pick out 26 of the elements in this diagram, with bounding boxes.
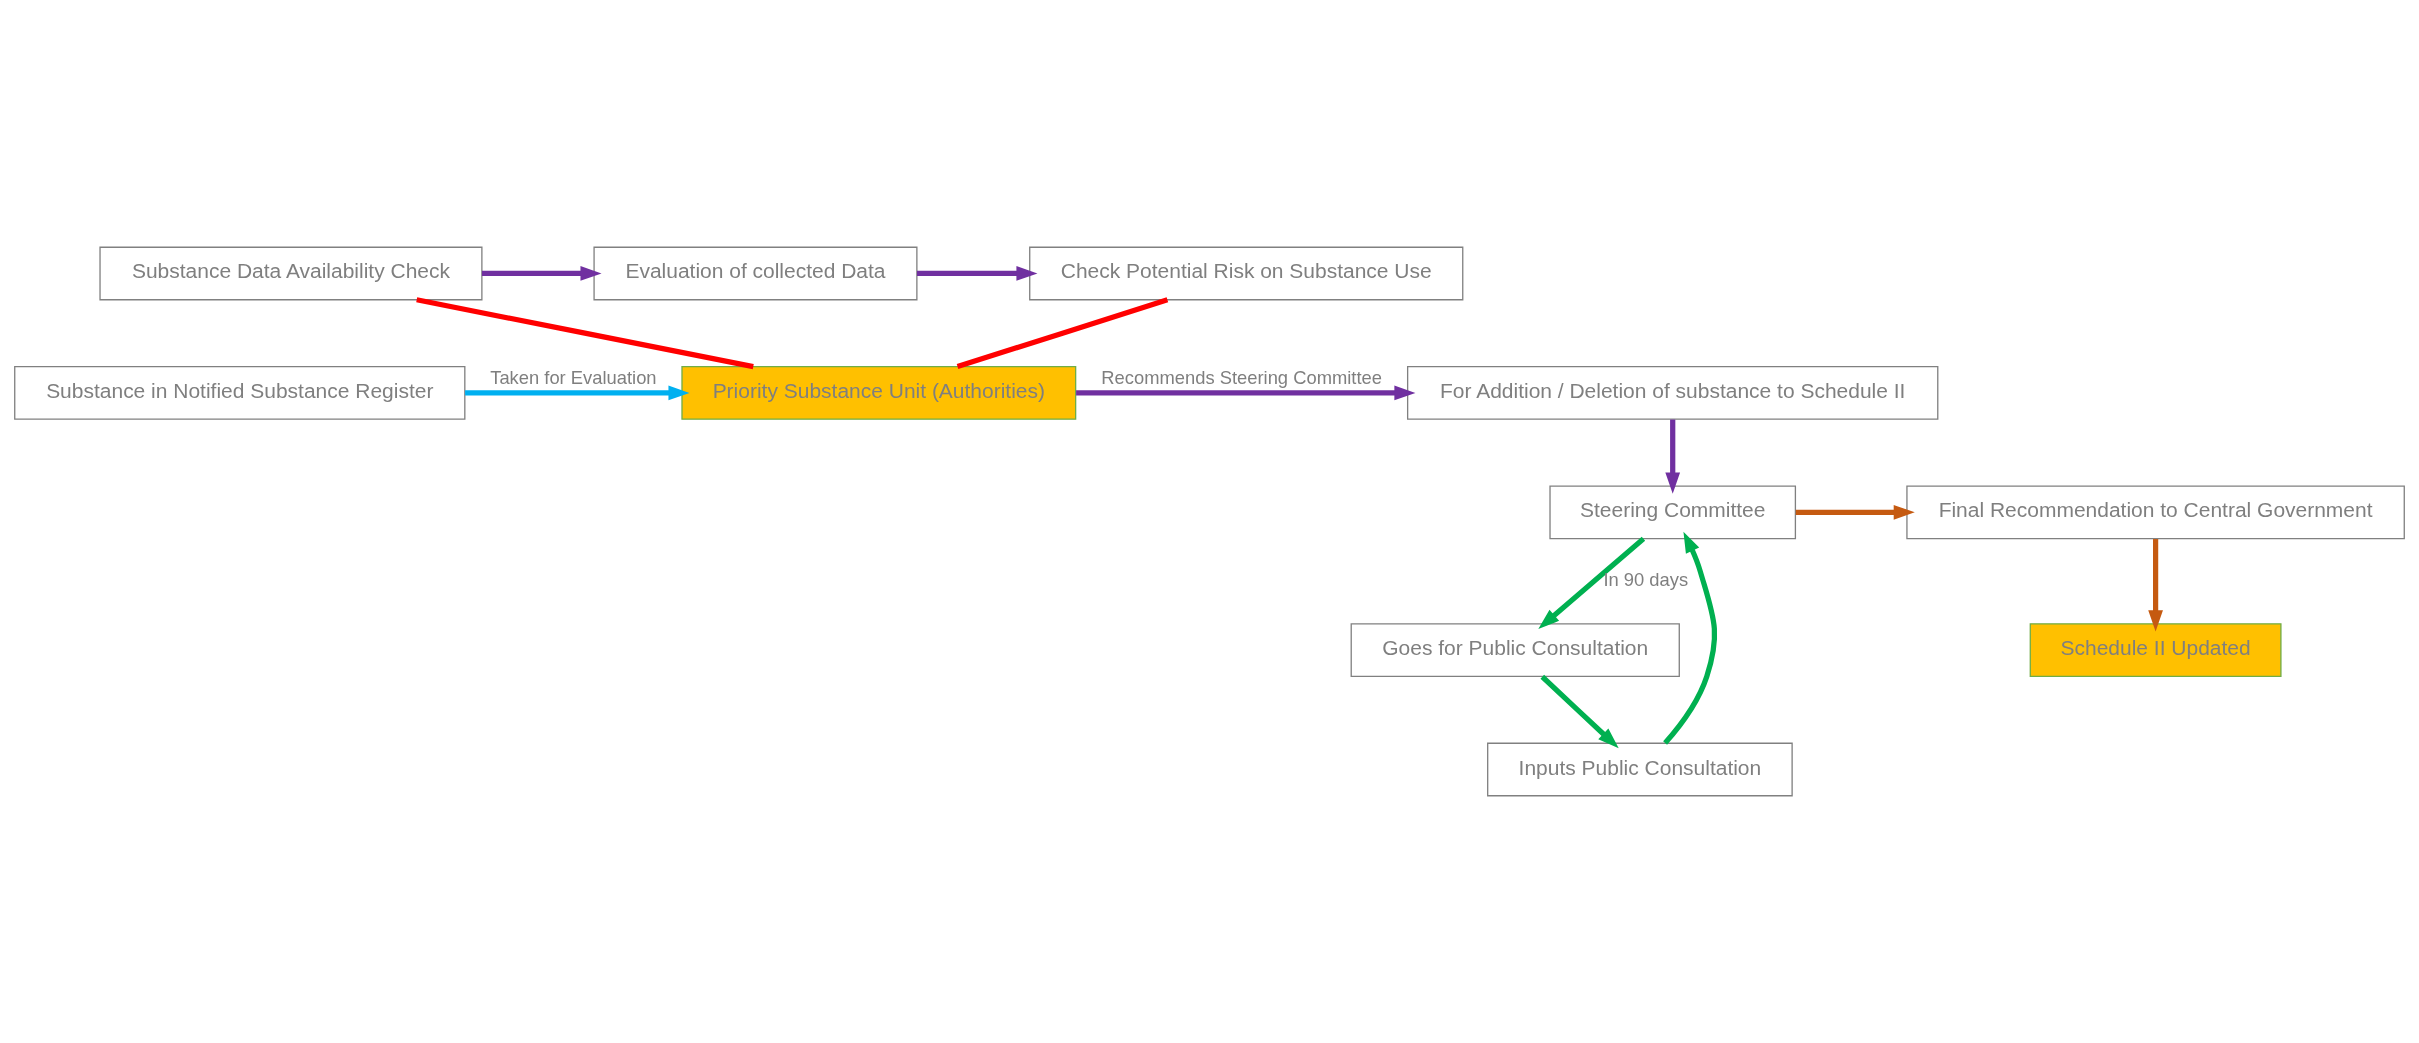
arrow (1076, 385, 1416, 401)
arrow (1795, 504, 1915, 520)
arrow (1663, 531, 1718, 745)
arrow (465, 385, 690, 401)
node-box: Final Recommendation to Central Government (1906, 485, 2405, 540)
arrow (1538, 536, 1646, 629)
node-box: Priority Substance Unit (Authorities) (681, 366, 1077, 420)
edge-label: In 90 days (1603, 569, 1689, 591)
arrow (2148, 539, 2163, 632)
connector (416, 297, 754, 370)
connector (956, 297, 1169, 370)
node-box: Schedule II Updated (2029, 623, 2282, 677)
node-box: Check Potential Risk on Substance Use (1029, 246, 1464, 301)
node-box: Inputs Public Consultation (1487, 742, 1793, 797)
node-box: Substance Data Availability Check (99, 246, 483, 301)
edge-label: Recommends Steering Committee (1101, 366, 1382, 388)
arrow (481, 266, 602, 281)
arrow (917, 266, 1038, 281)
arrow (1540, 674, 1619, 749)
arrow (1665, 419, 1681, 494)
node-box: Evaluation of collected Data (593, 246, 918, 301)
edge-label: Taken for Evaluation (490, 366, 657, 388)
node-box: Substance in Notified Substance Register (14, 366, 466, 420)
node-box: Steering Committee (1549, 485, 1797, 540)
node-box: For Addition / Deletion of substance to Schedule II (1407, 366, 1939, 420)
node-box: Goes for Public Consultation (1350, 623, 1680, 677)
